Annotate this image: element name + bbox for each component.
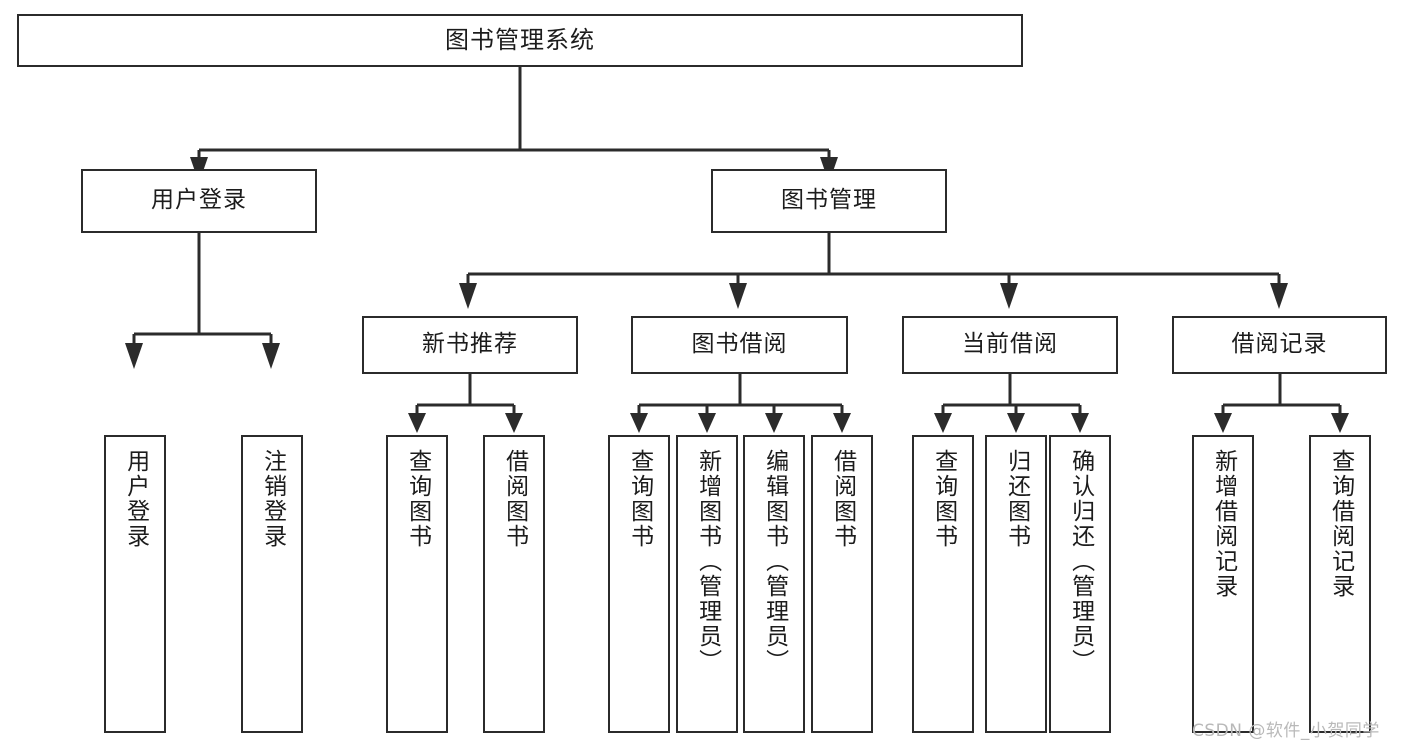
arrowhead-leaf-edit-book: [765, 413, 783, 433]
node-leaf-borrow-book-label: 借阅图书: [829, 449, 856, 549]
node-borrow-record[interactable]: 借阅记录: [1172, 316, 1387, 374]
node-leaf-edit-book[interactable]: 编辑图书（管理员）: [743, 435, 805, 733]
node-leaf-add-borrow-record-label: 新增借阅记录: [1210, 449, 1237, 599]
arrowhead-leaf-borrow-book: [833, 413, 851, 433]
node-leaf-borrow-book-rec[interactable]: 借阅图书: [483, 435, 545, 733]
arrowhead-leaf-query-borrow-record: [1331, 413, 1349, 433]
arrowhead-leaf-borrow-book-rec: [505, 413, 523, 433]
node-leaf-user-logout[interactable]: 注销登录: [241, 435, 303, 733]
node-leaf-query-borrow-record-label: 查询借阅记录: [1327, 449, 1354, 599]
arrowhead-current-borrow: [1000, 283, 1018, 309]
node-current-borrow-label: 当前借阅: [962, 331, 1058, 358]
node-leaf-edit-book-label: 编辑图书（管理员）: [761, 449, 788, 674]
node-leaf-return-book[interactable]: 归还图书: [985, 435, 1047, 733]
arrowhead-leaf-return-book: [1007, 413, 1025, 433]
node-leaf-confirm-return[interactable]: 确认归还（管理员）: [1049, 435, 1111, 733]
node-leaf-borrow-book[interactable]: 借阅图书: [811, 435, 873, 733]
node-leaf-confirm-return-label: 确认归还（管理员）: [1067, 449, 1094, 674]
arrowhead-leaf-query-book-rec: [408, 413, 426, 433]
watermark: CSDN @软件_小贺同学: [1192, 721, 1380, 741]
node-book-manage-label: 图书管理: [781, 187, 877, 214]
node-borrow-record-label: 借阅记录: [1231, 331, 1328, 358]
arrowhead-leaf-user-logout: [262, 343, 280, 369]
node-new-book-rec-label: 新书推荐: [422, 331, 518, 358]
node-current-borrow[interactable]: 当前借阅: [902, 316, 1118, 374]
node-leaf-borrow-book-rec-label: 借阅图书: [501, 449, 528, 549]
arrowhead-new-book-rec: [459, 283, 477, 309]
node-book-manage[interactable]: 图书管理: [711, 169, 947, 233]
node-leaf-query-book-current-label: 查询图书: [930, 449, 957, 549]
node-leaf-add-book[interactable]: 新增图书（管理员）: [676, 435, 738, 733]
node-leaf-user-logout-label: 注销登录: [259, 449, 286, 549]
node-leaf-query-book-current[interactable]: 查询图书: [912, 435, 974, 733]
arrowhead-book-borrow: [729, 283, 747, 309]
node-leaf-add-borrow-record[interactable]: 新增借阅记录: [1192, 435, 1254, 733]
arrowhead-leaf-query-book-current: [934, 413, 952, 433]
node-leaf-query-book-borrow[interactable]: 查询图书: [608, 435, 670, 733]
node-leaf-return-book-label: 归还图书: [1003, 449, 1030, 549]
node-leaf-query-book-rec-label: 查询图书: [404, 449, 431, 549]
arrowhead-leaf-add-borrow-record: [1214, 413, 1232, 433]
node-book-borrow[interactable]: 图书借阅: [631, 316, 848, 374]
arrowhead-leaf-query-book-borrow: [630, 413, 648, 433]
node-leaf-query-borrow-record[interactable]: 查询借阅记录: [1309, 435, 1371, 733]
node-leaf-query-book-borrow-label: 查询图书: [626, 449, 653, 549]
node-leaf-user-login-label: 用户登录: [122, 449, 149, 549]
node-leaf-add-book-label: 新增图书（管理员）: [694, 449, 721, 674]
arrowhead-borrow-record: [1270, 283, 1288, 309]
arrowhead-leaf-add-book: [698, 413, 716, 433]
arrowhead-leaf-confirm-return: [1071, 413, 1089, 433]
node-leaf-query-book-rec[interactable]: 查询图书: [386, 435, 448, 733]
node-user-login-label: 用户登录: [151, 187, 247, 214]
arrowhead-leaf-user-login: [125, 343, 143, 369]
node-root[interactable]: 图书管理系统: [17, 14, 1023, 67]
node-root-label: 图书管理系统: [445, 26, 595, 55]
node-new-book-rec[interactable]: 新书推荐: [362, 316, 578, 374]
node-book-borrow-label: 图书借阅: [691, 331, 788, 358]
node-user-login[interactable]: 用户登录: [81, 169, 317, 233]
node-leaf-user-login[interactable]: 用户登录: [104, 435, 166, 733]
